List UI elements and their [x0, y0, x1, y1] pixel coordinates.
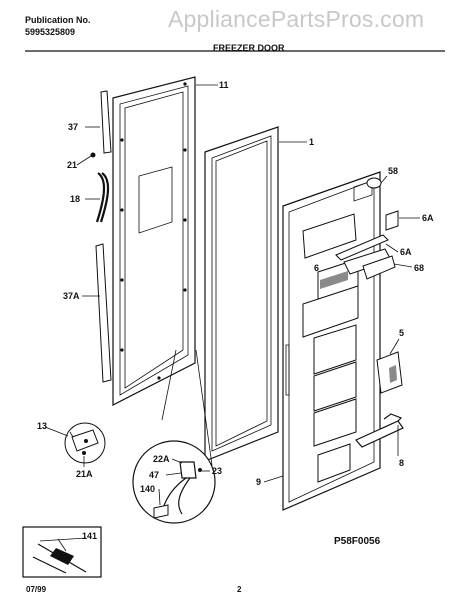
inner-door-panel-part: [282, 171, 381, 511]
figure-code: P58F0056: [334, 536, 381, 547]
callout-21: 21: [67, 160, 77, 170]
leader-lines: [44, 84, 420, 552]
kit-141-box: [22, 526, 102, 578]
callout-11: 11: [219, 80, 229, 90]
callout-140: 140: [140, 484, 155, 494]
small-parts: [335, 177, 404, 448]
switch-wiring-detail: [132, 349, 216, 524]
callout-58: 58: [388, 166, 398, 176]
callout-18: 18: [70, 194, 80, 204]
callout-37: 37: [68, 122, 78, 132]
hinge-detail: [64, 422, 106, 464]
callout-141: 141: [82, 531, 97, 541]
callout-23: 23: [212, 466, 222, 476]
watermark: AppliancePartsPros.com: [168, 6, 425, 32]
publication-label: Publication No.: [25, 15, 91, 25]
door-trim-parts: [90, 90, 112, 383]
callout-13: 13: [37, 421, 47, 431]
callout-6: 6: [314, 263, 319, 273]
door-gasket-part: [204, 126, 279, 462]
footer-page-number: 2: [237, 585, 242, 594]
callout-5: 5: [399, 328, 404, 338]
door-liner-part: [112, 76, 196, 406]
section-title: FREEZER DOOR: [213, 43, 285, 53]
callout-6a-top: 6A: [422, 213, 434, 223]
callout-47: 47: [149, 470, 159, 480]
callout-22a: 22A: [153, 454, 170, 464]
footer-date: 07/99: [26, 585, 47, 594]
callout-37a: 37A: [63, 291, 80, 301]
callout-21a: 21A: [76, 469, 93, 479]
publication-number: 5995325809: [25, 27, 76, 37]
callout-6a-mid: 6A: [400, 247, 412, 257]
callout-9: 9: [256, 477, 261, 487]
callout-1: 1: [309, 137, 314, 147]
callout-8: 8: [399, 458, 404, 468]
callout-68: 68: [414, 263, 424, 273]
